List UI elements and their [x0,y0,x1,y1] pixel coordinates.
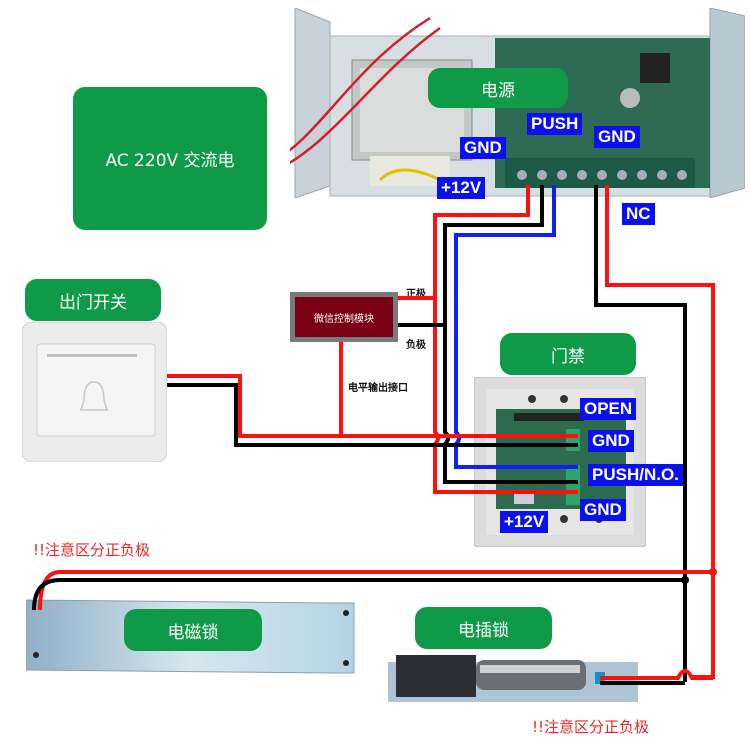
exit-switch-label: 出门开关 [25,279,161,321]
power-push-tag: PUSH [527,113,583,135]
power-supply-label: 电源 [428,68,568,108]
power-supply-illustration [269,7,746,199]
bolt-lock-device [388,650,638,705]
magnetic-lock-label: 电磁锁 [124,609,262,651]
power-supply-box [269,7,746,199]
power-gnd-right-tag: GND [594,126,640,148]
wire-psu-push [454,185,578,469]
wire-maglock-black [32,578,685,611]
negative-label: 负极 [406,340,426,351]
exit-switch-illustration [21,321,168,463]
wechat-module-inner: 微信控制模块 [295,297,393,337]
polarity-warning-boltlock: !!注意区分正负极 [532,718,650,736]
bolt-lock-illustration [388,655,638,702]
ctrl-open-tag: OPEN [580,398,637,420]
ctrl-gnd-top-tag: GND [588,430,634,452]
wire-switch-open [167,374,578,438]
wire-bolt-red [600,669,713,680]
wire-switch-gnd [167,383,578,447]
power-nc-tag: NC [622,203,655,225]
junction-black [681,576,689,584]
positive-label: 正极 [406,289,426,300]
level-output-label: 电平输出接口 [348,383,408,394]
wechat-module: 微信控制模块 [290,292,398,342]
access-control-label: 门禁 [500,333,636,375]
ctrl-plus12v-tag: +12V [500,511,549,533]
junction-red [709,568,717,576]
ac-power-label: AC 220V 交流电 [73,87,267,230]
wire-psu-nc [605,185,715,679]
bolt-lock-label: 电插锁 [415,607,552,649]
power-gnd-left-tag: GND [460,137,506,159]
wire-maglock-red [38,570,713,611]
ctrl-gnd-bottom-tag: GND [580,499,626,521]
exit-switch-device [21,321,168,463]
wire-psu-gnd-right [594,185,687,682]
power-plus12v-tag: +12V [437,177,486,199]
polarity-warning-maglock: !!注意区分正负极 [33,541,151,559]
ctrl-push-no-tag: PUSH/N.O. [588,464,683,486]
